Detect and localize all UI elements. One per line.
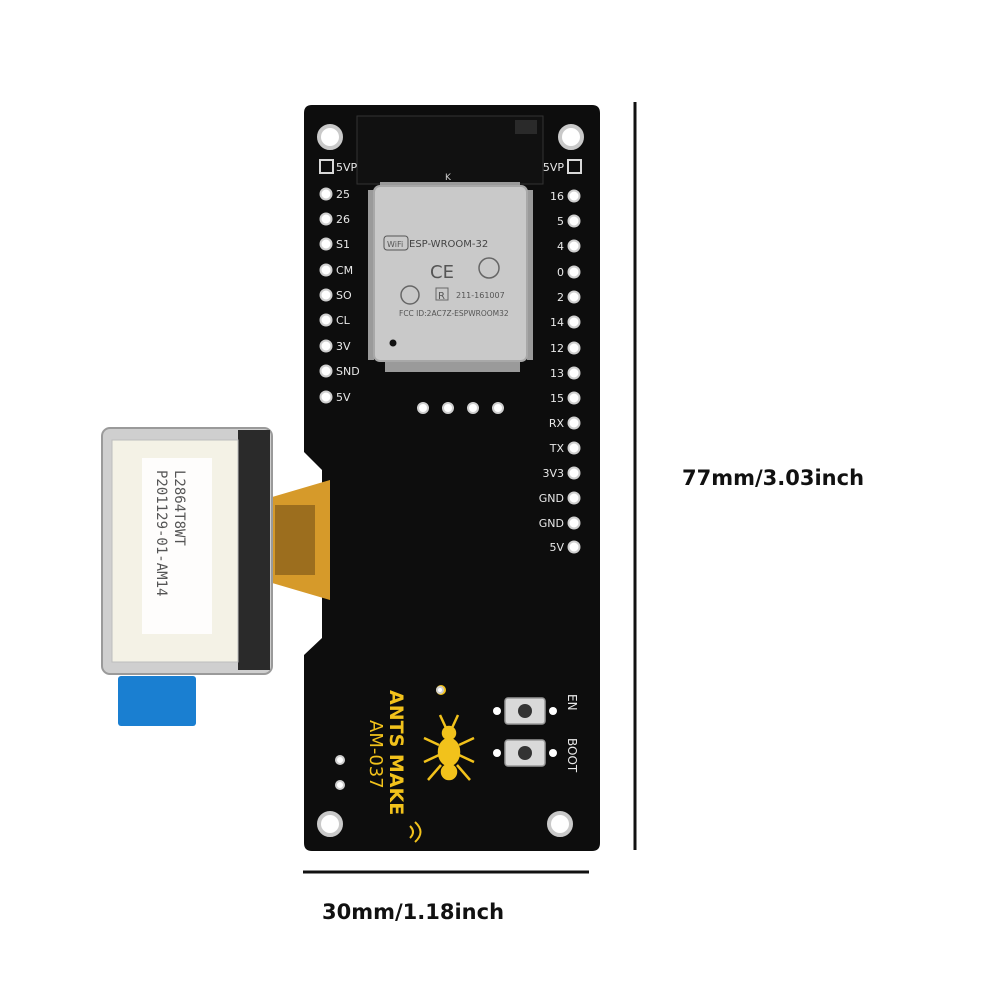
oled-label-line-2: P201129-01-AM14: [153, 470, 169, 596]
right-pin-label: 15: [550, 392, 564, 405]
mount-hole-bl: [317, 811, 343, 837]
left-pin-label: SND: [336, 365, 360, 378]
left-pin-label: S1: [336, 238, 350, 251]
flex-stiffener: [275, 505, 315, 575]
pin-hole-right: [567, 239, 581, 253]
pin-hole-left: [319, 390, 333, 404]
right-pin-label: 16: [550, 190, 564, 203]
left-pin-label: 3V: [336, 340, 351, 353]
misc-pads: [335, 686, 444, 790]
pin-hole-left: [319, 212, 333, 226]
right-pin-label: 5VP: [543, 161, 565, 174]
mounting-holes: [317, 124, 584, 837]
right-pin-label: 12: [550, 342, 564, 355]
right-pin-label: 0: [557, 266, 564, 279]
module-model-text: ESP-WROOM-32: [409, 239, 488, 250]
right-pin-label: RX: [549, 417, 565, 430]
esp32-shield: [373, 185, 528, 362]
mount-hole-tl: [317, 124, 343, 150]
pin-hole-left: [319, 237, 333, 251]
right-pin-label: 5V: [549, 541, 564, 554]
cert-code-text: 211-161007: [456, 291, 505, 300]
left-pin-label: SO: [336, 289, 352, 302]
pin-hole-right: [567, 540, 581, 554]
boot-label: BOOT: [565, 738, 579, 773]
pin-hole-right: [567, 391, 581, 405]
mount-hole-br: [547, 811, 573, 837]
left-header: 5VP 25 26 S1 CM SO CL 3V SND 5V: [319, 159, 360, 404]
ant-logo-icon: [423, 714, 475, 781]
blue-tape: [118, 676, 196, 726]
right-pin-label: GND: [539, 492, 564, 505]
left-pin-label: 25: [336, 188, 350, 201]
pin-square-left: [319, 159, 334, 174]
en-button: [493, 697, 557, 725]
oled-label-line-1: L2864T8WT: [171, 470, 187, 546]
pin-hole-right: [567, 290, 581, 304]
brand-name: ANTS MAKE: [385, 690, 407, 815]
left-pin-label: 5V: [336, 391, 351, 404]
right-header: 5VP 16 5 4 0 2 14 12 13 15 RX TX 3V3 GND…: [539, 159, 582, 554]
fcc-mark: [400, 285, 420, 305]
pin-hole-right: [567, 341, 581, 355]
left-pin-label: CM: [336, 264, 353, 277]
pin-hole-right: [567, 214, 581, 228]
cert-round-mark: [478, 257, 500, 279]
antenna-area: [356, 115, 544, 185]
height-dimension-label: 77mm/3.03inch: [682, 466, 865, 490]
pin-hole-left: [319, 339, 333, 353]
oled-label-sticker: [142, 458, 212, 634]
r-mark-box: [435, 287, 449, 301]
pin1-dot: [389, 339, 397, 347]
pin-hole-right: [567, 416, 581, 430]
pin-hole-right: [567, 189, 581, 203]
pin-hole-right: [567, 491, 581, 505]
pin-hole-right: [567, 265, 581, 279]
right-pin-label: TX: [549, 442, 565, 455]
right-pin-label: 14: [550, 316, 564, 329]
right-pin-label: 3V3: [542, 467, 564, 480]
en-label: EN: [565, 694, 579, 711]
pin-hole-right: [567, 315, 581, 329]
wifi-badge-text: WiFi: [387, 240, 403, 249]
left-pin-label: 5VP: [336, 161, 358, 174]
width-dimension-label: 30mm/1.18inch: [322, 900, 505, 924]
brand-model: AM-037: [365, 720, 386, 789]
pin-hole-right: [567, 466, 581, 480]
left-pin-label: CL: [336, 314, 351, 327]
right-pin-label: 4: [557, 240, 564, 253]
r-mark: R: [438, 291, 445, 302]
pin-hole-right: [567, 441, 581, 455]
right-pin-label: 2: [557, 291, 564, 304]
pin-hole-left: [319, 364, 333, 378]
pin-hole-right: [567, 366, 581, 380]
wifi-badge: [383, 235, 409, 251]
right-pin-label: 5: [557, 215, 564, 228]
wireless-icon: [409, 821, 422, 843]
antenna-pad: [515, 120, 537, 134]
mount-hole-tr: [558, 124, 584, 150]
pin-hole-left: [319, 263, 333, 277]
oled-edge: [238, 430, 270, 670]
left-pin-label: 26: [336, 213, 350, 226]
right-pin-label: 13: [550, 367, 564, 380]
fcc-id-text: FCC ID:2AC7Z-ESPWROOM32: [399, 309, 509, 318]
pin-hole-left: [319, 187, 333, 201]
right-pin-label: GND: [539, 517, 564, 530]
antenna-mark: K: [445, 173, 452, 183]
pin-square-right: [567, 159, 582, 174]
pin-hole-left: [319, 313, 333, 327]
pin-hole-right: [567, 516, 581, 530]
ce-mark: CE: [430, 262, 454, 283]
pin-hole-left: [319, 288, 333, 302]
aux-pin-row: [417, 402, 504, 414]
boot-button: [493, 739, 557, 767]
